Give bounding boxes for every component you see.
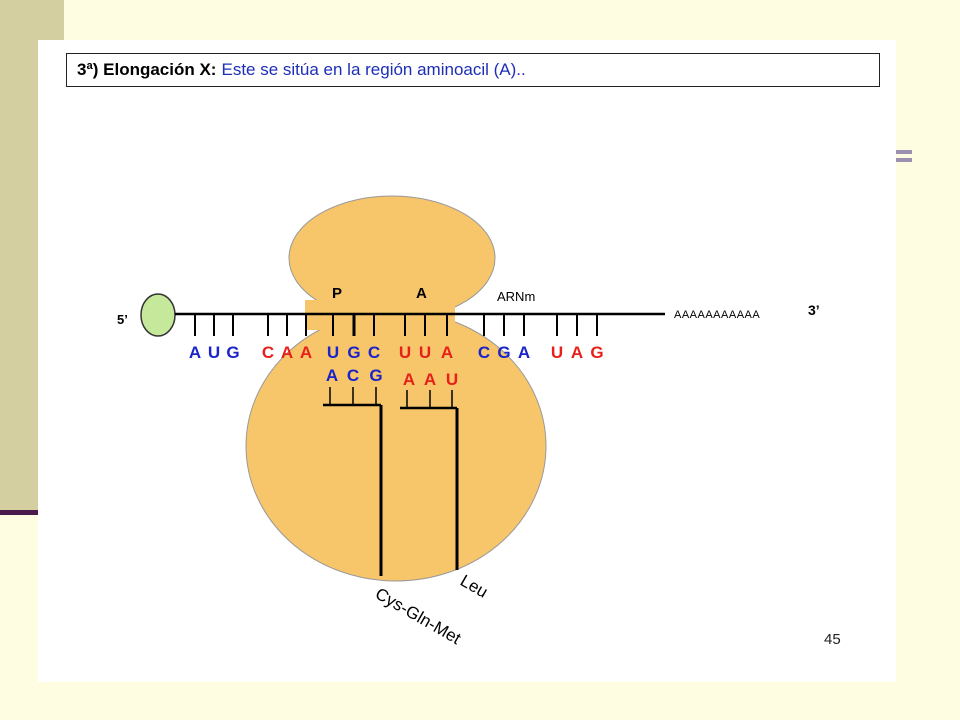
trna-p-site [323,387,383,576]
mrna-base: G [226,343,239,362]
slide-title-box: 3ª) Elongación X: Este se sitúa en la re… [66,53,880,87]
mrna-base-ticks [194,314,598,336]
mrna-base: U [419,343,431,362]
page-number: 45 [824,631,841,648]
mrna-base: A [189,343,201,362]
mrna-base: C [262,343,274,362]
trna-a-site [400,390,459,570]
anticodon-base: A [403,370,415,389]
label-five-prime: 5’ [117,312,128,327]
mrna-base: G [497,343,510,362]
mrna-base: A [518,343,530,362]
mrna-base: G [347,343,360,362]
mrna-base: A [300,343,312,362]
title-step: 3ª) Elongación X: [77,60,217,79]
anticodon-base: U [446,370,458,389]
five-prime-cap [140,293,176,337]
mrna-base: C [478,343,490,362]
left-accent-line [0,510,64,515]
mrna-base: A [441,343,453,362]
anticodon-base: G [369,366,382,385]
anticodon-base: A [424,370,436,389]
mrna-base: U [551,343,563,362]
label-site-a: A [416,285,427,302]
mrna-base: U [327,343,339,362]
label-leucine: Leu [457,571,491,602]
right-accent-mark [896,150,912,168]
anticodon-base: C [347,366,359,385]
mrna-base: U [399,343,411,362]
mrna-base: A [281,343,293,362]
label-poly-a-tail: AAAAAAAAAAA [674,309,760,321]
mrna-base: C [368,343,380,362]
label-site-p: P [332,285,342,302]
mrna-base: G [590,343,603,362]
title-description: Este se sitúa en la región aminoacil (A)… [221,60,526,79]
mrna-base: U [208,343,220,362]
label-peptide-chain: Cys-Gln-Met [372,584,464,648]
label-three-prime: 3’ [808,302,820,318]
anticodon-base: A [326,366,338,385]
label-mrna: ARNm [497,289,535,304]
mrna-base: A [571,343,583,362]
